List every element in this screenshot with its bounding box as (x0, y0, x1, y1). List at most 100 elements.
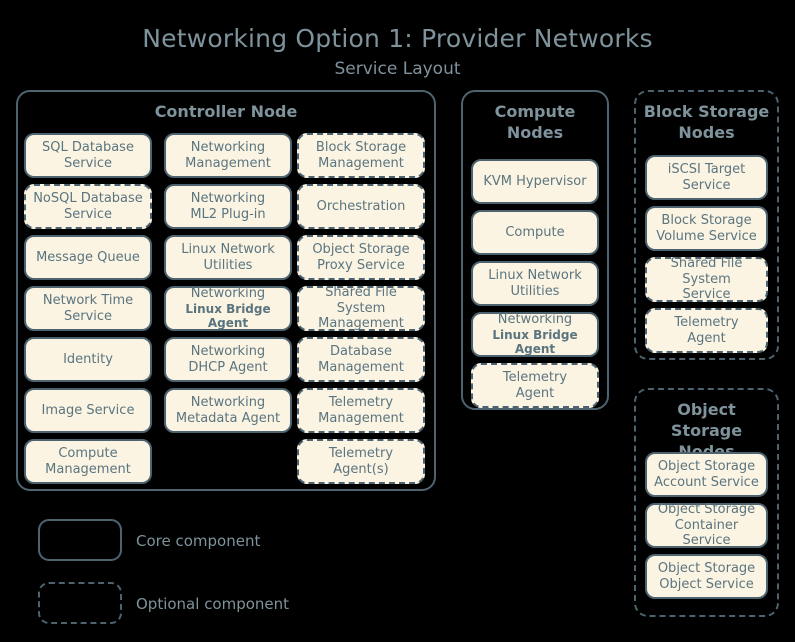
component-label-line1: Image Service (41, 402, 135, 418)
component-label-line2: Utilities (510, 283, 560, 299)
component-label-line1: Block Storage (661, 212, 752, 228)
component-label-line2: Linux Bridge Agent (492, 327, 578, 357)
component-label-line1: Networking (190, 285, 266, 301)
component-label-line2: Utilities (203, 257, 253, 273)
component-label-line2: Service (63, 308, 113, 324)
component-label-line1: Orchestration (316, 198, 406, 214)
component-label-line2: Agent(s) (333, 461, 389, 477)
component-label-line2: Agent (687, 330, 726, 346)
component-label-line2: Service (63, 155, 113, 171)
legend-swatch-core (38, 519, 122, 561)
component-label-line1: Networking (190, 343, 266, 359)
component-label-line1: KVM Hypervisor (483, 173, 587, 189)
component-label-line2: Object Service (659, 576, 754, 592)
component-label-line2: Agent (515, 385, 555, 401)
component-label-line2: Service (682, 287, 731, 303)
component-label-line1: Telemetry (328, 445, 394, 461)
panel-title-block-storage-nodes: Block Storage Nodes (643, 102, 770, 143)
component-label-line1: iSCSI Target (667, 161, 746, 177)
panel-controller-node: Controller Node (16, 90, 436, 491)
component-label-line2: Service (63, 206, 113, 222)
component-label-line2: ML2 Plug-in (190, 206, 266, 222)
component-label-line1: Shared File System (325, 284, 397, 316)
component-label-line2: Management (318, 316, 404, 332)
component-label-line2: Proxy Service (317, 257, 405, 273)
component-label-line1: Object Storage (657, 458, 756, 474)
component-label-line1: Identity (63, 351, 113, 367)
component-label-line1: Compute (58, 445, 118, 461)
legend-label-core: Core component (136, 532, 261, 550)
panel-compute-nodes: Compute Nodes (461, 90, 609, 410)
component-label-line1: Networking (497, 311, 573, 327)
component-label-line1: Object Storage (657, 501, 756, 517)
page-title: Networking Option 1: Provider Networks (142, 24, 653, 53)
component-box[interactable]: Identity (24, 337, 152, 382)
component-label-line2: Service (682, 177, 731, 193)
component-label-line1: Networking (190, 394, 266, 410)
panel-block-storage-nodes: Block Storage Nodes (634, 90, 779, 360)
component-label-line1: Message Queue (36, 249, 140, 265)
component-label-line2: Management (318, 155, 404, 171)
legend-label-optional: Optional component (136, 595, 290, 613)
panel-title-compute-nodes: Compute Nodes (494, 102, 576, 143)
component-box[interactable]: Compute (471, 210, 599, 255)
component-label-line1: Telemetry (328, 394, 394, 410)
component-label-line2: Management (318, 410, 404, 426)
component-label-line1: Block Storage (315, 139, 407, 155)
component-label-line1: Telemetry (674, 314, 739, 330)
component-label-line1: Network Time (42, 292, 134, 308)
component-label-line2: Metadata Agent (175, 410, 281, 426)
component-label-line2: DHCP Agent (188, 359, 268, 375)
page-subtitle: Service Layout (334, 59, 461, 79)
component-label-line1: Networking (190, 139, 266, 155)
component-box[interactable]: KVM Hypervisor (471, 159, 599, 204)
component-label-line1: Linux Network (488, 267, 582, 283)
component-label-line2: Account Service (654, 474, 759, 490)
component-box[interactable]: Image Service (24, 388, 152, 433)
legend-swatch-optional (38, 582, 122, 624)
component-label-line1: SQL Database (42, 139, 134, 155)
component-label-line1: Telemetry (502, 369, 568, 385)
component-label-line1: Object Storage (657, 560, 756, 576)
component-label-line2: Volume Service (656, 228, 757, 244)
component-label-line2: Management (45, 461, 131, 477)
component-box[interactable]: Orchestration (297, 184, 425, 229)
component-label-line1: Shared File System (670, 255, 743, 287)
component-label-line2: Management (185, 155, 271, 171)
component-label-line1: Compute (505, 224, 565, 240)
component-label-line1: Object Storage (312, 241, 410, 257)
component-label-line2: Linux Bridge Agent (185, 301, 271, 331)
component-label-line2: Container Service (674, 517, 739, 549)
panel-title-controller-node: Controller Node (154, 102, 298, 121)
component-label-line1: Networking (190, 190, 266, 206)
component-label-line1: Database (329, 343, 392, 359)
component-box[interactable]: Message Queue (24, 235, 152, 280)
component-label-line2: Management (318, 359, 404, 375)
